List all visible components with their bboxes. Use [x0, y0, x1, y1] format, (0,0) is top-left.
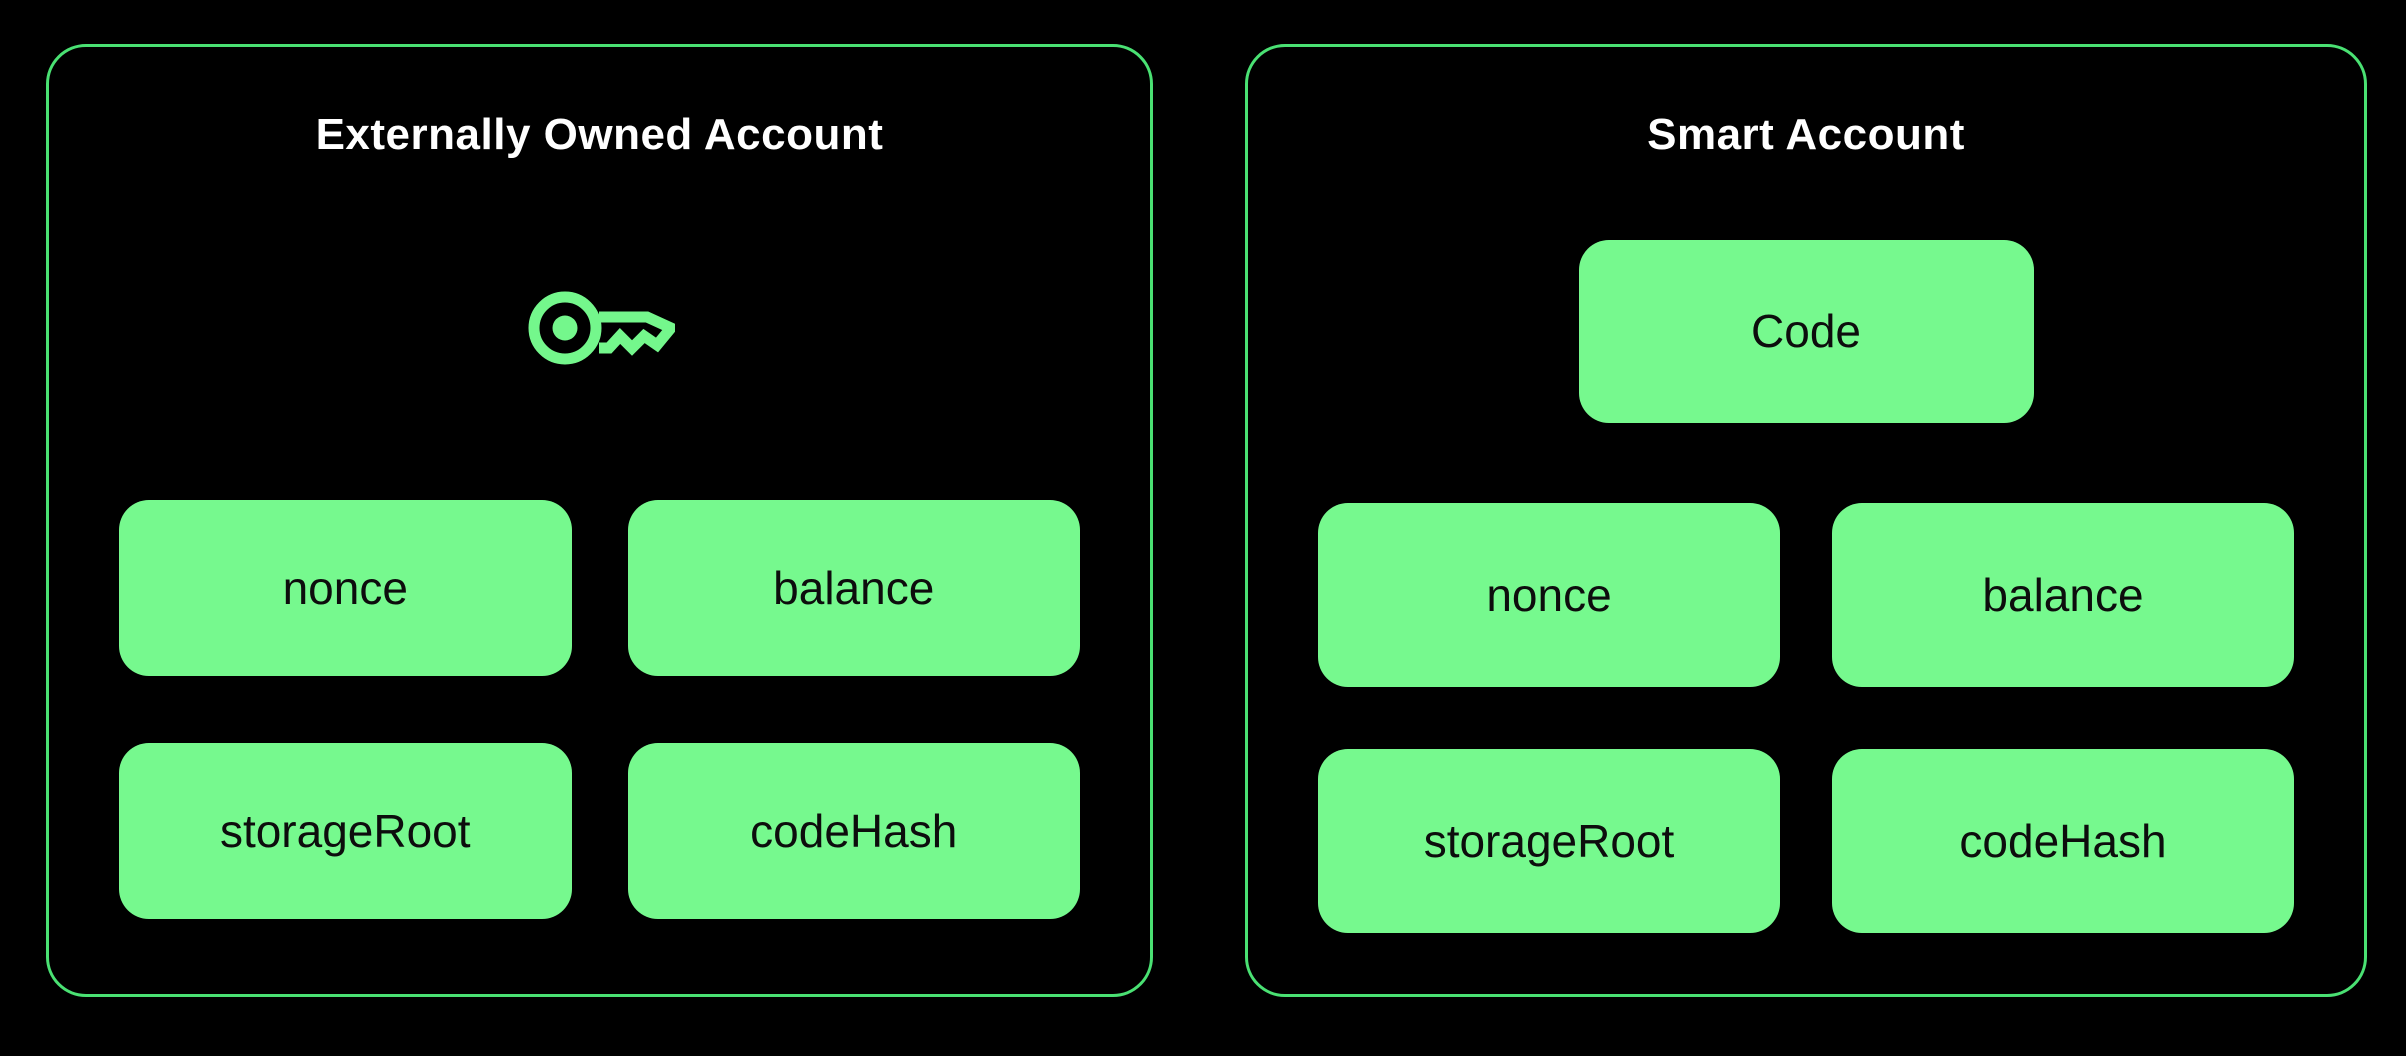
key-ring-dot [552, 315, 577, 341]
eoa-panel: Externally Owned Account nonce balance s… [46, 44, 1153, 997]
smart-account-field-grid: nonce balance storageRoot codeHash [1318, 502, 2294, 933]
field-box-code-hash: codeHash [627, 742, 1080, 919]
key-ring [528, 291, 601, 365]
key-shaft [598, 311, 675, 356]
field-box-storage-root: storageRoot [1318, 748, 1780, 933]
field-box-code-hash: codeHash [1832, 748, 2294, 933]
field-box-nonce: nonce [1318, 502, 1780, 687]
field-box-nonce: nonce [119, 499, 572, 676]
field-box-balance: balance [627, 499, 1080, 676]
field-box-storage-root: storageRoot [119, 742, 572, 919]
smart-account-panel-title: Smart Account [1647, 110, 1965, 159]
code-box: Code [1578, 239, 2034, 423]
key-icon [528, 291, 675, 365]
eoa-field-grid: nonce balance storageRoot codeHash [119, 499, 1080, 919]
field-box-balance: balance [1832, 502, 2294, 687]
smart-account-panel: Smart Account Code nonce balance storage… [1245, 44, 2367, 997]
eoa-panel-title: Externally Owned Account [315, 110, 884, 159]
